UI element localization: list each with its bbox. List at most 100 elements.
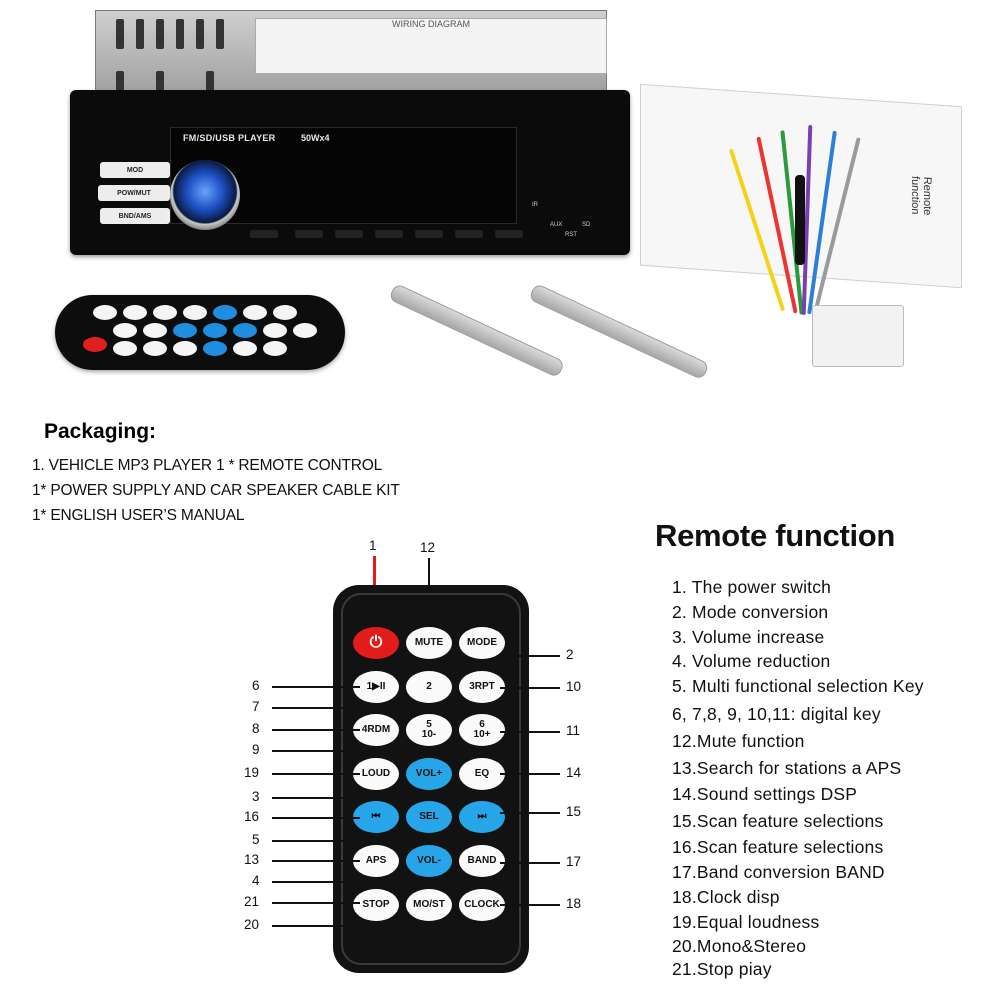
remote-key-3-0[interactable]: LOUD <box>353 758 399 790</box>
preset-button[interactable] <box>295 230 323 238</box>
remote-key-5-0[interactable]: APS <box>353 845 399 877</box>
remote-key-photo <box>233 341 257 356</box>
bnd-ams-button[interactable]: BND/AMS <box>100 208 170 224</box>
wiring-diagram-sticker: WIRING DIAGRAM <box>255 18 607 74</box>
remote-function-item: 4. Volume reduction <box>672 651 831 671</box>
remote-key-1-2[interactable]: 3RPT <box>459 671 505 703</box>
callout-number: 10 <box>566 679 582 694</box>
callout-number: 15 <box>566 804 582 819</box>
remote-function-item: 6, 7,8, 9, 10,11: digital key <box>672 704 881 724</box>
callout-line <box>272 817 360 819</box>
product-photo: WIRING DIAGRAM MOD POW/MUT BND/AMS IR AU… <box>0 0 1000 400</box>
packaging-line: 1. VEHICLE MP3 PLAYER 1 * REMOTE CONTROL <box>32 457 383 474</box>
iso-connector <box>812 305 904 367</box>
callout-line <box>272 729 360 731</box>
callout-line <box>500 812 560 814</box>
callout-number: 19 <box>244 765 260 780</box>
remote-function-item: 3. Volume increase <box>672 627 825 647</box>
remote-key-photo <box>173 323 197 338</box>
callout-number: 9 <box>252 742 260 757</box>
remote-function-item: 1. The power switch <box>672 577 832 597</box>
callout-number: 6 <box>252 678 260 693</box>
remote-diagram: 1 12 <box>0 530 650 1000</box>
remote-key-5-1[interactable]: VOL- <box>406 845 452 877</box>
callout-line <box>500 904 560 906</box>
remote-key-0-2[interactable]: MODE <box>459 627 505 659</box>
remote-key-photo <box>233 323 257 338</box>
remote-key-1-0[interactable]: 1▶II <box>353 671 399 703</box>
rst-label: RST <box>565 232 577 238</box>
ir-label: IR <box>532 202 538 208</box>
callout-number: 8 <box>252 721 260 736</box>
callout-line <box>272 686 360 688</box>
callout-line <box>500 862 560 864</box>
remote-key-photo <box>213 305 237 320</box>
callout-number: 20 <box>244 917 260 932</box>
callout-line <box>500 655 560 657</box>
remote-key-photo <box>143 341 167 356</box>
remote-key-photo <box>113 341 137 356</box>
callout-line <box>272 881 360 883</box>
packaging-line: 1* ENGLISH USER’S MANUAL <box>32 507 245 524</box>
display-label: FM/SD/USB PLAYER <box>183 133 276 143</box>
callout-line <box>500 731 560 733</box>
pow-mut-button[interactable]: POW/MUT <box>98 185 170 201</box>
callout-line <box>272 797 360 799</box>
remote-function-item: 2. Mode conversion <box>672 602 829 622</box>
remote-key-4-1[interactable]: SEL <box>406 801 452 833</box>
preset-button[interactable] <box>375 230 403 238</box>
callout-line <box>272 707 360 709</box>
remote-key-3-2[interactable]: EQ <box>459 758 505 790</box>
callout-line <box>272 902 360 904</box>
sd-label: SD <box>582 222 591 228</box>
callout-number: 21 <box>244 894 260 909</box>
remote-key-photo <box>293 323 317 338</box>
remote-function-item: 21.Stop piay <box>672 959 772 979</box>
preset-button[interactable] <box>250 230 278 238</box>
remote-key-2-2[interactable]: 6 10+ <box>459 714 505 746</box>
remote-function-item: 20.Mono&Stereo <box>672 936 807 956</box>
remote-key-4-2[interactable]: ⏭ <box>459 801 505 833</box>
callout-number: 16 <box>244 809 260 824</box>
remote-key-6-2[interactable]: CLOCK <box>459 889 505 921</box>
volume-knob[interactable] <box>170 160 240 230</box>
remote-function-item: 13.Search for stations a APS <box>672 758 902 778</box>
callout-number: 12 <box>420 540 436 555</box>
manual-title: Remote function <box>909 175 933 216</box>
remote-key-4-0[interactable]: ⏮ <box>353 801 399 833</box>
callout-number: 2 <box>566 647 574 662</box>
remote-key-2-1[interactable]: 5 10- <box>406 714 452 746</box>
vent-slot <box>156 71 164 93</box>
callout-number: 1 <box>369 538 377 553</box>
remote-key-6-0[interactable]: STOP <box>353 889 399 921</box>
callout-line <box>272 750 360 752</box>
fuse-holder <box>795 175 805 265</box>
remote-key-photo <box>113 323 137 338</box>
preset-button[interactable] <box>455 230 483 238</box>
remote-key-photo <box>243 305 267 320</box>
callout-line <box>272 840 360 842</box>
preset-button[interactable] <box>335 230 363 238</box>
vent-slot <box>176 19 184 49</box>
remote-key-5-2[interactable]: BAND <box>459 845 505 877</box>
remote-key-0-0[interactable]: ⏻ <box>353 627 399 659</box>
remote-key-1-1[interactable]: 2 <box>406 671 452 703</box>
remote-function-item: 12.Mute function <box>672 731 805 751</box>
remote-key-photo <box>173 341 197 356</box>
callout-line <box>272 773 360 775</box>
display-watts: 50Wx4 <box>301 133 330 143</box>
preset-button[interactable] <box>495 230 523 238</box>
remote-key-0-1[interactable]: MUTE <box>406 627 452 659</box>
vent-slot <box>206 71 214 93</box>
callout-number: 17 <box>566 854 582 869</box>
remote-key-6-1[interactable]: MO/ST <box>406 889 452 921</box>
mod-button[interactable]: MOD <box>100 162 170 178</box>
remote-key-3-1[interactable]: VOL+ <box>406 758 452 790</box>
remote-key-2-0[interactable]: 4RDM <box>353 714 399 746</box>
remote-key-photo <box>203 341 227 356</box>
preset-button[interactable] <box>415 230 443 238</box>
remote-photo <box>55 295 345 370</box>
vent-slot <box>136 19 144 49</box>
callout-number: 5 <box>252 832 260 847</box>
callout-number: 18 <box>566 896 582 911</box>
